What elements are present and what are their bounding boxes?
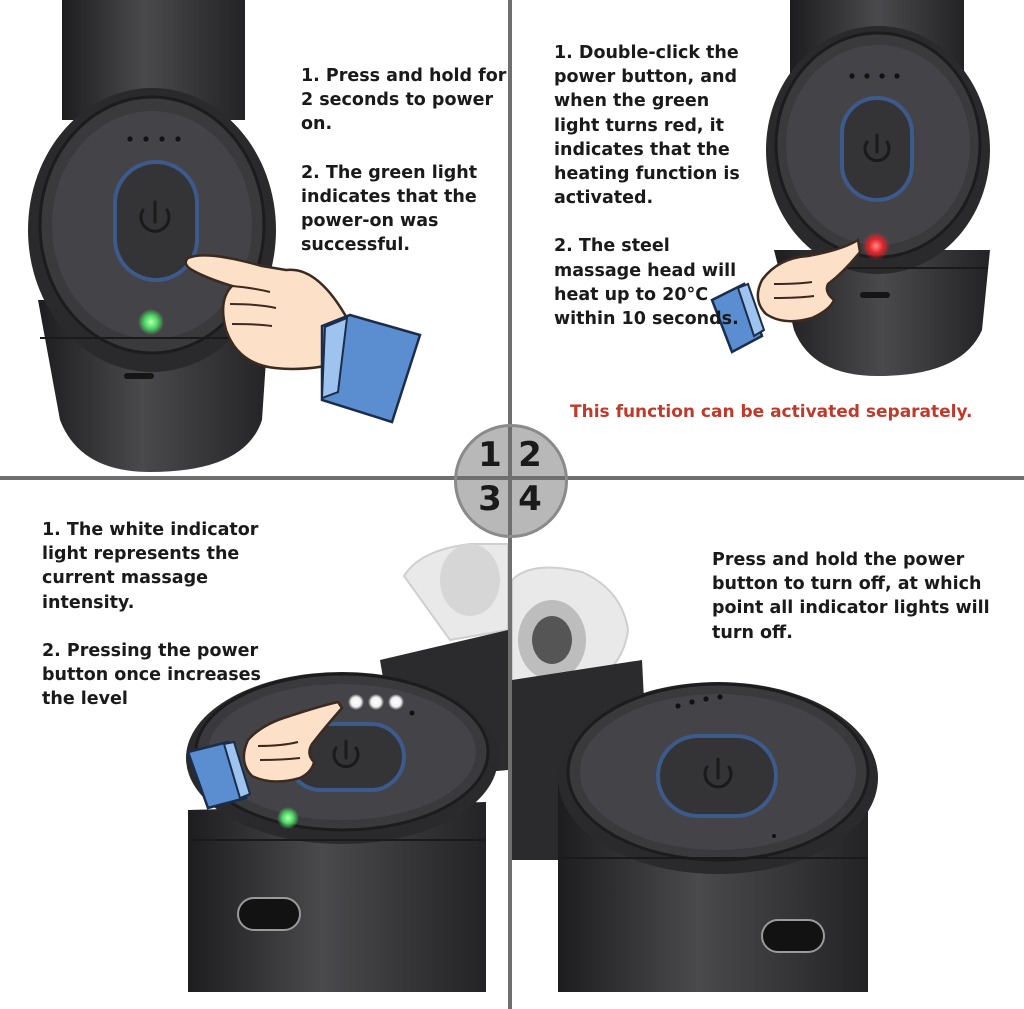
device-illustration-4 [512,566,878,992]
white-light-indicator [348,694,364,710]
pointing-hand-icon [710,237,862,354]
step-3-panel: 1. The white indicator light represents … [0,480,508,1009]
instruction-line: indicates that the [554,139,730,160]
instruction-line: light turns red, it [554,115,724,136]
instruction-line: Press and hold the power [712,550,965,570]
instruction-line: activated. [554,188,654,209]
green-light-indicator [277,807,299,829]
instruction-line: the level [42,689,128,710]
green-light-indicator [138,309,164,335]
device-illustration-3 [186,543,508,992]
indicator-dots [127,136,181,142]
badge-divider-horizontal [457,476,565,480]
red-light-indicator [862,232,890,260]
badge-divider-vertical [508,427,512,535]
instruction-line: successful. [301,235,411,256]
instruction-line: light represents the [42,544,240,565]
step-2-panel: 1. Double-click the power button, and wh… [512,0,1024,476]
device-illustration-1 [28,0,422,472]
step-number-1: 1 [478,435,502,475]
white-light-indicator [388,694,404,710]
power-icon [139,200,171,233]
instruction-line: heat up to 20°C [554,284,709,305]
step-2-instructions: 1. Double-click the power button, and wh… [554,41,740,331]
instruction-line: 1. Press and hold for [301,66,507,86]
indicator-dots [675,694,723,709]
white-light-indicator [368,694,384,710]
instruction-line: point all indicator lights will [712,598,990,619]
power-icon [332,739,360,769]
usb-c-port [237,897,301,931]
usb-c-port [761,919,825,953]
instruction-line: within 10 seconds. [554,309,739,330]
instruction-line: power button, and [554,67,738,88]
step-number-2: 2 [518,435,542,475]
instruction-line: 2. Pressing the power [42,640,259,661]
instruction-line: 1. Double-click the [554,43,739,63]
instruction-line: on. [301,114,333,135]
power-icon [863,133,891,163]
instruction-line: power-on was [301,211,439,232]
activation-note: This function can be activated separatel… [570,402,973,422]
step-4-panel: Press and hold the power button to turn … [512,480,1024,1009]
instruction-line: button once increases [42,665,261,686]
instruction-line: 2. The green light [301,162,478,183]
device-illustration-2 [710,0,990,376]
instruction-line: massage head will [554,260,737,281]
instruction-line: when the green [554,91,710,112]
instruction-line: button to turn off, at which [712,574,982,595]
step-3-instructions: 1. The white indicator light represents … [42,518,261,711]
step-number-3: 3 [478,479,502,519]
pointing-hand-icon [184,254,422,424]
instruction-line: 2. The steel [554,236,670,257]
step-1-instructions: 1. Press and hold for 2 seconds to power… [301,64,506,257]
step-1-panel: 1. Press and hold for 2 seconds to power… [0,0,508,476]
step-4-instructions: Press and hold the power button to turn … [712,548,990,645]
instruction-line: indicates that the [301,186,477,207]
instruction-line: 2 seconds to power [301,90,494,111]
pointing-hand-icon [186,700,344,810]
step-number-4: 4 [518,479,542,519]
instruction-line: 1. The white indicator [42,520,259,540]
power-icon [703,757,733,789]
indicator-dots [849,73,900,79]
instruction-line: intensity. [42,592,135,613]
instruction-line: current massage [42,568,208,589]
instruction-line: turn off. [712,622,793,643]
instruction-line: heating function is [554,164,740,185]
